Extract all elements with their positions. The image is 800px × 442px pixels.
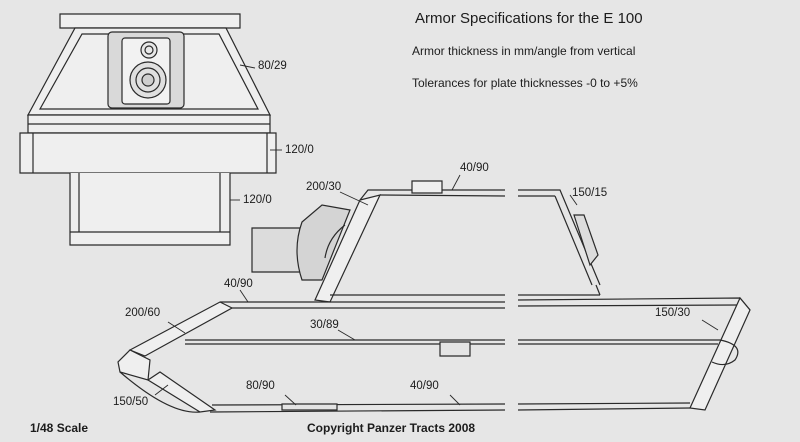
hull-floor-left: [210, 410, 505, 412]
turret-rear-inner: [555, 196, 592, 285]
side-mantlet: [297, 205, 350, 280]
main-gun-ring: [136, 68, 160, 92]
leader-hull-rear: [702, 320, 718, 330]
label-turret-top-side: 80/29: [258, 60, 287, 72]
coaxial-mg-port: [141, 42, 157, 58]
side-gun-barrel: [252, 228, 302, 272]
coaxial-mg-bore: [145, 46, 153, 54]
label-turret-roof: 40/90: [460, 162, 489, 174]
hull-side-view: [118, 298, 750, 412]
leader-lower-front: [155, 385, 168, 395]
label-turret-rear: 150/15: [572, 187, 608, 199]
label-hull-lower-front: 150/50: [113, 396, 149, 408]
label-turret-front: 200/30: [306, 181, 342, 193]
hull-roof-right: [518, 298, 750, 310]
hull-rear-plate: [690, 298, 750, 410]
hull-lower-front-plate: [148, 372, 215, 412]
turret-roof-left: [360, 190, 505, 200]
turret-front-view: [20, 14, 276, 245]
leader-turret-front: [340, 192, 368, 205]
turret-rear-hatch: [574, 215, 598, 265]
hull-roof-inner-right: [518, 305, 738, 306]
turret-ring-band: [20, 133, 276, 173]
hull-side-hatch: [440, 342, 470, 356]
label-hull-roof-front: 40/90: [224, 278, 253, 290]
leader-80-29: [240, 65, 255, 68]
leader-glacis: [168, 322, 185, 333]
leader-turret-roof: [452, 175, 460, 190]
label-hull-rear: 150/30: [655, 307, 691, 319]
turret-lower-box: [70, 173, 230, 245]
hull-nose: [118, 350, 150, 380]
hull-floor-plate-front: [282, 404, 337, 410]
page-subtitle: Armor thickness in mm/angle from vertica…: [412, 44, 636, 58]
scale-note: 1/48 Scale: [30, 421, 89, 435]
hull-floor-right: [518, 408, 690, 410]
hull-lower-front-curve: [120, 372, 200, 412]
label-hull-upper-front: 200/60: [125, 307, 161, 319]
label-hull-floor-rear: 40/90: [410, 380, 439, 392]
page-title: Armor Specifications for the E 100: [415, 10, 643, 27]
copyright-note: Copyright Panzer Tracts 2008: [307, 421, 476, 435]
turret-cupola-block: [412, 181, 442, 193]
turret-bottom-corner: [596, 285, 600, 295]
main-gun-bore: [142, 74, 154, 86]
leader-turret-rear: [570, 195, 577, 205]
turret-roof-inner-left: [380, 195, 505, 196]
leader-hull-side: [338, 330, 355, 340]
hull-upper-glacis: [130, 302, 232, 356]
label-hull-floor-front: 80/90: [246, 380, 275, 392]
label-turret-lower-ring: 120/0: [243, 194, 272, 206]
side-mantlet-curve: [325, 225, 345, 258]
leader-lines: [155, 65, 718, 405]
hull-floor-inner-right: [518, 403, 690, 404]
hull-rear-fitting: [712, 340, 738, 365]
leader-hull-roof: [240, 290, 248, 302]
tolerance-note: Tolerances for plate thicknesses -0 to +…: [412, 76, 638, 90]
turret-roof-bar: [60, 14, 240, 28]
label-turret-upper-ring: 120/0: [285, 144, 314, 156]
hull-floor-inner: [212, 404, 505, 405]
leader-floor-rear: [450, 395, 460, 405]
label-hull-side: 30/89: [310, 319, 339, 331]
leader-floor-front: [285, 395, 296, 405]
turret-side-view: [252, 181, 600, 302]
